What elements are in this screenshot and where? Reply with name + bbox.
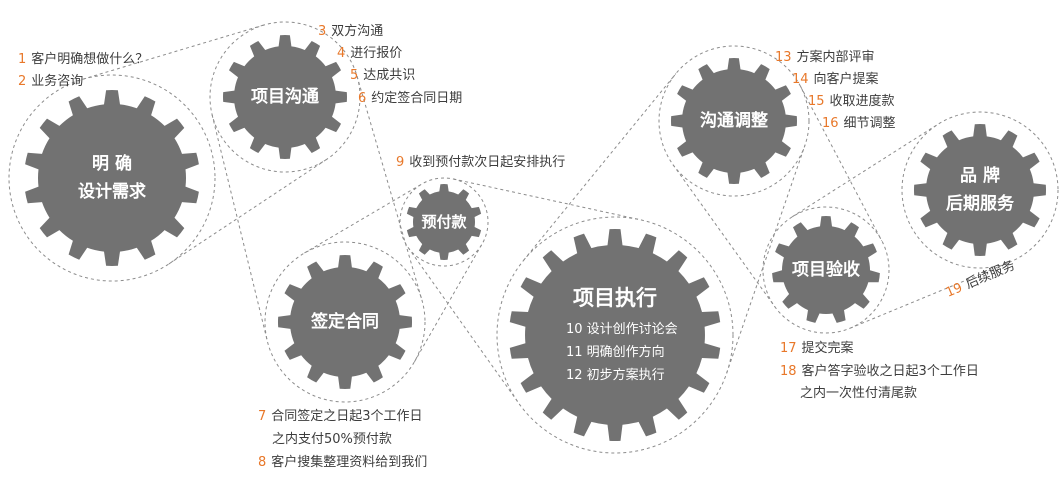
gear-label-prepayment: 预付款 <box>421 213 467 231</box>
belt-line <box>413 243 483 363</box>
ring-sign-contract <box>264 241 426 403</box>
gear-label-brand-line1: 品 牌 <box>960 165 1000 186</box>
ring-prepayment <box>399 177 489 267</box>
gear-label-clarify-line1: 明 确 <box>92 153 132 174</box>
gear-icon-project-execution <box>509 228 721 442</box>
ring-acceptance <box>762 206 890 334</box>
gear-icon-project-communication <box>223 35 347 159</box>
note-19: 19后续服务 <box>943 257 1017 300</box>
belt-line <box>211 114 268 342</box>
belt-lines <box>82 24 1010 404</box>
gear-icon-sign-contract <box>277 254 413 390</box>
ring-clarify-needs <box>8 74 216 282</box>
belt-line <box>356 75 423 300</box>
gear-label-sign-contract: 签定合同 <box>310 311 379 332</box>
gear-label-clarify-line2: 设计需求 <box>78 181 146 202</box>
gear-label-acceptance: 项目验收 <box>792 259 860 280</box>
gear-label-adjustment: 沟通调整 <box>700 110 768 131</box>
belt-line <box>453 178 641 221</box>
gear-label-brand-line2: 后期服务 <box>946 193 1015 214</box>
gear-icon-prepayment <box>406 184 482 260</box>
gears <box>25 35 1047 442</box>
note-7-continued: 之内支付50%预付款 <box>272 431 392 447</box>
belt-line <box>791 123 939 218</box>
execution-step-11: 11 明确创作方向 <box>566 344 665 360</box>
note-18-continued: 之内一次性付清尾款 <box>800 385 917 401</box>
belt-line <box>849 261 1010 329</box>
ring-project-execution <box>496 216 734 454</box>
execution-step-12: 12 初步方案执行 <box>566 367 665 383</box>
belt-line <box>82 24 264 80</box>
belt-line <box>726 145 806 374</box>
gear-labels: 明 确 设计需求 项目沟通 预付款 签定合同 项目执行 10 设计创作讨论会 1… <box>78 86 1015 383</box>
ring-adjustment <box>658 45 810 197</box>
belt-line <box>672 164 776 307</box>
ring-project-communication <box>209 21 361 173</box>
gear-icon-clarify-needs <box>25 90 199 266</box>
belt-line <box>304 183 422 254</box>
gear-label-project-communication: 项目沟通 <box>251 86 319 107</box>
gear-label-project-execution: 项目执行 <box>573 286 657 310</box>
belt-line <box>407 247 520 404</box>
gear-icon-brand-service <box>913 123 1047 257</box>
belt-line <box>168 159 327 265</box>
gear-icon-acceptance <box>772 216 880 323</box>
belt-line <box>523 73 677 261</box>
dashed-rings <box>8 21 1059 454</box>
gear-icon-adjustment <box>671 58 797 184</box>
ring-brand-service <box>901 111 1059 269</box>
belt-line <box>799 85 883 241</box>
execution-step-10: 10 设计创作讨论会 <box>566 322 678 337</box>
